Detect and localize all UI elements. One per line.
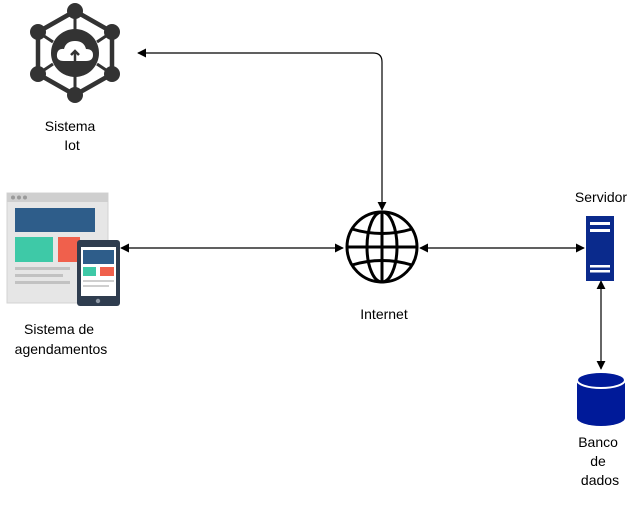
database-label-line: Banco	[578, 434, 618, 450]
scheduling-label: Sistema de agendamentos	[15, 321, 108, 357]
database-cylinder-icon	[576, 371, 626, 426]
scheduling-label-line: Sistema de	[24, 321, 94, 337]
iot-network-cloud-icon	[30, 3, 120, 103]
database-label: Banco de dados	[578, 434, 622, 488]
iot-label-line: Sistema	[45, 118, 96, 134]
iot-label: Sistema Iot	[45, 118, 99, 153]
database-label-line: dados	[581, 472, 619, 488]
database-label-line: de	[590, 453, 606, 469]
web-and-tablet-app-icon	[6, 192, 120, 306]
iot-label-line: Iot	[64, 137, 80, 153]
internet-label-line: Internet	[360, 306, 408, 322]
server-icon	[586, 216, 614, 281]
internet-label: Internet	[360, 306, 408, 322]
scheduling-label-line: agendamentos	[15, 341, 108, 357]
globe-icon	[345, 210, 419, 284]
server-label-line: Servidor	[575, 189, 627, 205]
server-label: Servidor	[575, 189, 627, 205]
edge-internet-iot	[137, 48, 387, 211]
